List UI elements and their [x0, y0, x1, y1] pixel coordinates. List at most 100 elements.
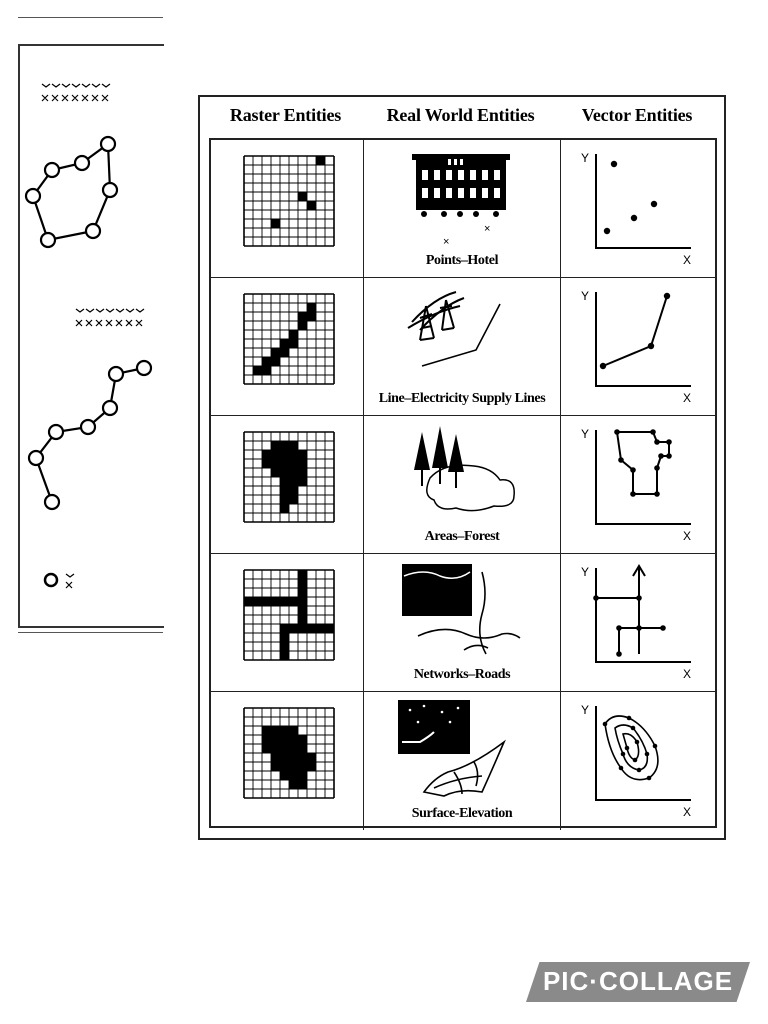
- electricity-lines-illustration: [407, 291, 501, 367]
- left-page-rule-bottom: [18, 632, 163, 633]
- raster-filled-cell: [280, 735, 289, 744]
- raster-filled-cell: [280, 459, 289, 468]
- svg-text:X: X: [683, 529, 691, 543]
- raster-filled-cell: [280, 486, 289, 495]
- raster-filled-cell: [262, 450, 271, 459]
- raster-filled-cell: [298, 588, 307, 597]
- row-lines: Line–Electricity Supply Lines Y X: [211, 278, 715, 416]
- raster-filled-cell: [289, 624, 298, 633]
- raster-filled-cell: [298, 459, 307, 468]
- vector-surface-cell: Y X: [561, 692, 715, 830]
- raster-filled-cell: [298, 615, 307, 624]
- caption-networks: Networks–Roads: [413, 667, 511, 682]
- row-networks: Networks–Roads Y X: [211, 554, 715, 692]
- header-real-world-entities: Real World Entities: [386, 105, 535, 125]
- raster-lines-cell: [211, 278, 364, 415]
- raster-filled-cell: [280, 504, 289, 513]
- caption-lines: Line–Electricity Supply Lines: [378, 391, 546, 406]
- raster-filled-cell: [289, 450, 298, 459]
- real-world-areas-cell: Areas–Forest: [364, 416, 561, 553]
- raster-filled-cell: [244, 597, 253, 606]
- raster-filled-cell: [289, 735, 298, 744]
- raster-grid-points: [243, 155, 335, 247]
- raster-filled-cell: [280, 450, 289, 459]
- raster-filled-cell: [262, 726, 271, 735]
- gis-entities-figure: Raster Entities Real World Entities Vect…: [198, 95, 726, 840]
- vector-networks-cell: Y X: [561, 554, 715, 691]
- raster-filled-cell: [271, 744, 280, 753]
- vector-areas: Y X: [581, 427, 691, 543]
- raster-filled-cell: [289, 459, 298, 468]
- raster-filled-cell: [280, 633, 289, 642]
- header-raster-entities: Raster Entities: [229, 105, 342, 125]
- raster-filled-cell: [298, 579, 307, 588]
- axis-y-label: Y: [581, 151, 589, 165]
- arrow-marks-2: [75, 308, 145, 327]
- raster-filled-cell: [271, 219, 280, 228]
- axis-x-label: X: [683, 253, 691, 267]
- row-areas: Areas–Forest Y X: [211, 416, 715, 554]
- raster-filled-cell: [271, 597, 280, 606]
- line-nodes: [27, 359, 153, 511]
- real-world-lines-cell: Line–Electricity Supply Lines: [364, 278, 561, 415]
- row-surface: Surface-Elevation Y X: [211, 692, 715, 830]
- raster-areas-cell: [211, 416, 364, 553]
- raster-filled-cell: [289, 330, 298, 339]
- left-page-rule-top: [18, 17, 163, 18]
- arrow-marks-1: [41, 83, 111, 102]
- raster-filled-cell: [298, 570, 307, 579]
- raster-grid-networks: [243, 569, 335, 661]
- raster-filled-cell: [271, 441, 280, 450]
- svg-text:X: X: [683, 805, 691, 819]
- row-points: × × Points–Hotel Y X: [211, 140, 715, 278]
- raster-filled-cell: [289, 486, 298, 495]
- raster-filled-cell: [280, 726, 289, 735]
- raster-filled-cell: [289, 468, 298, 477]
- elevation-illustration: [398, 700, 506, 797]
- raster-filled-cell: [262, 735, 271, 744]
- raster-filled-cell: [307, 624, 316, 633]
- raster-filled-cell: [298, 735, 307, 744]
- raster-filled-cell: [280, 477, 289, 486]
- raster-filled-cell: [289, 753, 298, 762]
- raster-filled-cell: [271, 726, 280, 735]
- real-world-networks-cell: Networks–Roads: [364, 554, 561, 691]
- raster-filled-cell: [262, 744, 271, 753]
- caption-surface: Surface-Elevation: [411, 806, 513, 821]
- raster-filled-cell: [298, 771, 307, 780]
- pic-collage-watermark: PIC·COLLAGE: [526, 962, 750, 1002]
- caption-areas: Areas–Forest: [424, 529, 500, 544]
- raster-filled-cell: [280, 651, 289, 660]
- raster-filled-cell: [298, 321, 307, 330]
- raster-filled-cell: [298, 753, 307, 762]
- header-vector-entities: Vector Entities: [581, 105, 693, 125]
- roads-illustration: [402, 564, 521, 655]
- legend-symbols: [43, 572, 75, 589]
- raster-filled-cell: [271, 735, 280, 744]
- svg-text:X: X: [683, 391, 691, 405]
- raster-filled-cell: [307, 303, 316, 312]
- raster-filled-cell: [289, 597, 298, 606]
- raster-filled-cell: [298, 624, 307, 633]
- raster-filled-cell: [289, 744, 298, 753]
- raster-filled-cell: [271, 450, 280, 459]
- raster-filled-cell: [280, 441, 289, 450]
- vector-lines-cell: Y X: [561, 278, 715, 415]
- raster-filled-cell: [316, 156, 325, 165]
- raster-filled-cell: [262, 459, 271, 468]
- real-world-points-cell: × × Points–Hotel: [364, 140, 561, 277]
- raster-filled-cell: [289, 339, 298, 348]
- raster-filled-cell: [280, 597, 289, 606]
- raster-filled-cell: [289, 441, 298, 450]
- raster-filled-cell: [280, 642, 289, 651]
- raster-grid-lines: [243, 293, 335, 385]
- vector-points-cell: Y X: [561, 140, 715, 277]
- raster-networks-cell: [211, 554, 364, 691]
- svg-text:X: X: [683, 667, 691, 681]
- raster-filled-cell: [325, 624, 334, 633]
- raster-filled-cell: [298, 450, 307, 459]
- raster-filled-cell: [271, 753, 280, 762]
- caption-points: Points–Hotel: [425, 253, 499, 268]
- raster-filled-cell: [280, 753, 289, 762]
- raster-filled-cell: [298, 192, 307, 201]
